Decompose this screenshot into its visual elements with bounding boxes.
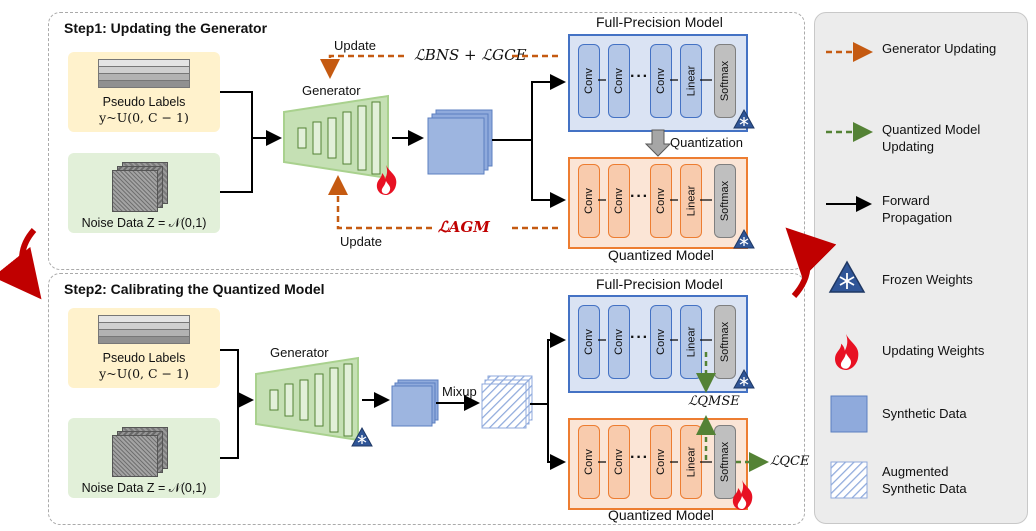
ellipsis: ··· bbox=[630, 188, 649, 205]
noise-image-icon bbox=[112, 427, 170, 477]
pseudo-labels-box-step2: Pseudo Labels y~U(0, C − 1) bbox=[68, 308, 220, 388]
legend-forward-propagation: Forward Propagation bbox=[882, 193, 953, 225]
flame-icon bbox=[732, 480, 753, 510]
noise-data-label: Noise Data Z = 𝒩(0,1) bbox=[81, 216, 207, 230]
conv-layer: Conv bbox=[608, 425, 630, 499]
pseudo-labels-title: Pseudo Labels bbox=[102, 95, 186, 109]
softmax-layer: Softmax bbox=[714, 44, 736, 118]
update-label-bottom: Update bbox=[340, 234, 382, 249]
augmented-data-step2 bbox=[481, 375, 533, 429]
conv-layer: Conv bbox=[650, 164, 672, 238]
step2-title: Step2: Calibrating the Quantized Model bbox=[64, 281, 325, 297]
pseudo-labels-formula: y~U(0, C − 1) bbox=[99, 366, 189, 381]
flame-icon bbox=[376, 165, 397, 195]
full-precision-title-step1: Full-Precision Model bbox=[596, 14, 723, 30]
legend-synthetic-data: Synthetic Data bbox=[882, 406, 967, 421]
label-stack-icon bbox=[98, 315, 190, 348]
legend-synthetic-swatch bbox=[830, 395, 868, 433]
ellipsis: ··· bbox=[630, 68, 649, 85]
pseudo-labels-title: Pseudo Labels bbox=[102, 351, 186, 365]
quantized-title-step2: Quantized Model bbox=[608, 507, 714, 523]
full-precision-title-step2: Full-Precision Model bbox=[596, 276, 723, 292]
ellipsis: ··· bbox=[630, 449, 649, 466]
update-label-top: Update bbox=[334, 38, 376, 53]
conv-layer: Conv bbox=[608, 164, 630, 238]
snowflake-icon bbox=[351, 426, 373, 447]
synthetic-data-step1 bbox=[427, 109, 493, 175]
loss-mse-label: ℒQMSE bbox=[688, 394, 740, 409]
conv-layer: Conv bbox=[578, 164, 600, 238]
synthetic-data-step2 bbox=[391, 379, 439, 427]
loss-bns-ce-label: ℒBNS + ℒGCE bbox=[414, 46, 527, 64]
noise-data-label: Noise Data Z = 𝒩(0,1) bbox=[81, 481, 207, 495]
step1-container bbox=[48, 12, 805, 270]
softmax-layer: Softmax bbox=[714, 425, 736, 499]
conv-layer: Conv bbox=[608, 305, 630, 379]
loss-agm-label: ℒAGM bbox=[438, 218, 490, 236]
linear-layer: Linear bbox=[680, 164, 702, 238]
step-transition-arrow-right bbox=[785, 227, 837, 299]
step1-title: Step1: Updating the Generator bbox=[64, 20, 268, 36]
conv-layer: Conv bbox=[650, 44, 672, 118]
generator-bars bbox=[297, 101, 381, 175]
conv-layer: Conv bbox=[608, 44, 630, 118]
snowflake-icon bbox=[733, 108, 755, 129]
legend-generator-updating: Generator Updating bbox=[882, 41, 997, 56]
loss-ce-label: ℒQCE bbox=[770, 454, 810, 469]
legend-augmented-data: Augmented Synthetic Data bbox=[882, 464, 967, 496]
noise-data-box-step1: Noise Data Z = 𝒩(0,1) bbox=[68, 153, 220, 233]
snowflake-icon bbox=[733, 228, 755, 249]
conv-layer: Conv bbox=[578, 44, 600, 118]
generator-step1 bbox=[283, 94, 389, 180]
generator-label-step1: Generator bbox=[302, 83, 361, 98]
ellipsis: ··· bbox=[630, 329, 649, 346]
flame-icon bbox=[835, 334, 859, 370]
step-transition-arrow-left bbox=[0, 228, 42, 300]
label-stack-icon bbox=[98, 59, 190, 92]
softmax-layer: Softmax bbox=[714, 305, 736, 379]
snowflake-icon bbox=[733, 368, 755, 389]
generator-label-step2: Generator bbox=[270, 345, 329, 360]
step2-container bbox=[48, 273, 805, 525]
quantized-title-step1: Quantized Model bbox=[608, 247, 714, 263]
quantization-arrow bbox=[644, 129, 672, 157]
linear-layer: Linear bbox=[680, 305, 702, 379]
legend-augmented-swatch bbox=[830, 461, 868, 499]
snowflake-icon bbox=[828, 260, 866, 293]
noise-image-icon bbox=[112, 162, 170, 212]
linear-layer: Linear bbox=[680, 44, 702, 118]
generator-step2 bbox=[255, 356, 359, 442]
pseudo-labels-box-step1: Pseudo Labels y~U(0, C − 1) bbox=[68, 52, 220, 132]
softmax-layer: Softmax bbox=[714, 164, 736, 238]
legend-frozen-weights: Frozen Weights bbox=[882, 272, 973, 287]
legend-updating-weights: Updating Weights bbox=[882, 343, 985, 358]
conv-layer: Conv bbox=[578, 305, 600, 379]
quantization-label: Quantization bbox=[670, 135, 743, 150]
legend-quantized-updating: Quantized Model Updating bbox=[882, 122, 981, 154]
noise-data-box-step2: Noise Data Z = 𝒩(0,1) bbox=[68, 418, 220, 498]
conv-layer: Conv bbox=[650, 305, 672, 379]
pseudo-labels-formula: y~U(0, C − 1) bbox=[99, 110, 189, 125]
